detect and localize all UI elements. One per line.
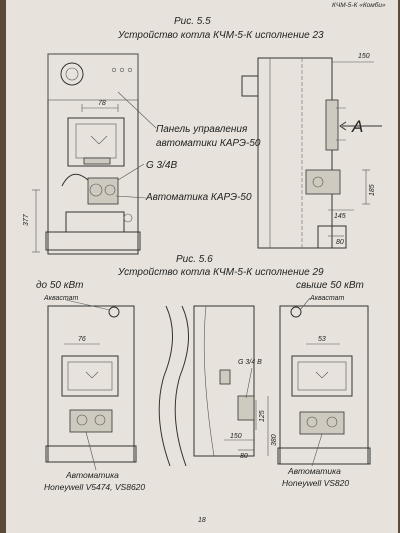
fig56-auto-left-2: Honeywell V5474, VS8620 bbox=[44, 482, 145, 492]
fig56-aquastat-right: Аквастат bbox=[309, 295, 345, 302]
fig56-caption: Устройство котла КЧМ-5-К исполнение 29 bbox=[117, 267, 324, 278]
page-number: 18 bbox=[198, 517, 206, 524]
fig55-front-view bbox=[32, 53, 141, 255]
fig55-label-panel-1: Панель управления bbox=[156, 124, 248, 135]
fig56-side-view bbox=[158, 305, 269, 467]
fig56-auto-right-2: Honeywell VS820 bbox=[282, 478, 349, 488]
fig55-number: Рис. 5.5 bbox=[174, 16, 211, 27]
fig55-dim-377: 377 bbox=[23, 213, 30, 226]
fig56-number: Рис. 5.6 bbox=[176, 254, 213, 265]
fig56-dim-76: 76 bbox=[78, 336, 86, 343]
fig55-dim-150: 150 bbox=[358, 53, 370, 60]
fig55-dim-80: 80 bbox=[336, 239, 344, 246]
fig56-label-g34: G 3/4 B bbox=[238, 359, 262, 366]
fig56-left-boiler bbox=[45, 305, 137, 463]
fig56-dim-80: 80 bbox=[240, 453, 248, 460]
fig56-right-boiler bbox=[277, 305, 371, 465]
fig55-label-panel-2: автоматики КАРЭ-50 bbox=[156, 138, 261, 149]
fig55-label-g34: G 3/4B bbox=[146, 160, 177, 171]
document-page: КЧМ-5-К «Комби» Рис. 5.5 Устройство котл… bbox=[6, 0, 398, 533]
fig55-label-automation: Автоматика КАРЭ-50 bbox=[145, 192, 252, 203]
running-title: КЧМ-5-К «Комби» bbox=[332, 1, 386, 9]
fig55-caption: Устройство котла КЧМ-5-К исполнение 23 bbox=[117, 30, 324, 41]
fig55-dim-145: 145 bbox=[334, 213, 346, 220]
fig56-auto-left-1: Автоматика bbox=[65, 470, 119, 480]
fig56-dim-150: 150 bbox=[230, 433, 242, 440]
fig56-dim-380: 380 bbox=[271, 434, 278, 446]
fig55-side-view bbox=[241, 57, 374, 249]
fig56-left-sub: до 50 кВт bbox=[36, 280, 84, 291]
fig56-dim-125: 125 bbox=[259, 410, 266, 422]
fig55-dim-78: 78 bbox=[98, 100, 106, 107]
fig55-dim-185: 185 bbox=[369, 184, 376, 196]
fig56-auto-right-1: Автоматика bbox=[287, 466, 341, 476]
fig56-dim-53: 53 bbox=[318, 336, 326, 343]
fig56-aquastat-left: Аквастат bbox=[43, 295, 79, 302]
fig56-right-sub: свыше 50 кВт bbox=[296, 280, 364, 291]
technical-drawing: КЧМ-5-К «Комби» Рис. 5.5 Устройство котл… bbox=[23, 1, 386, 524]
